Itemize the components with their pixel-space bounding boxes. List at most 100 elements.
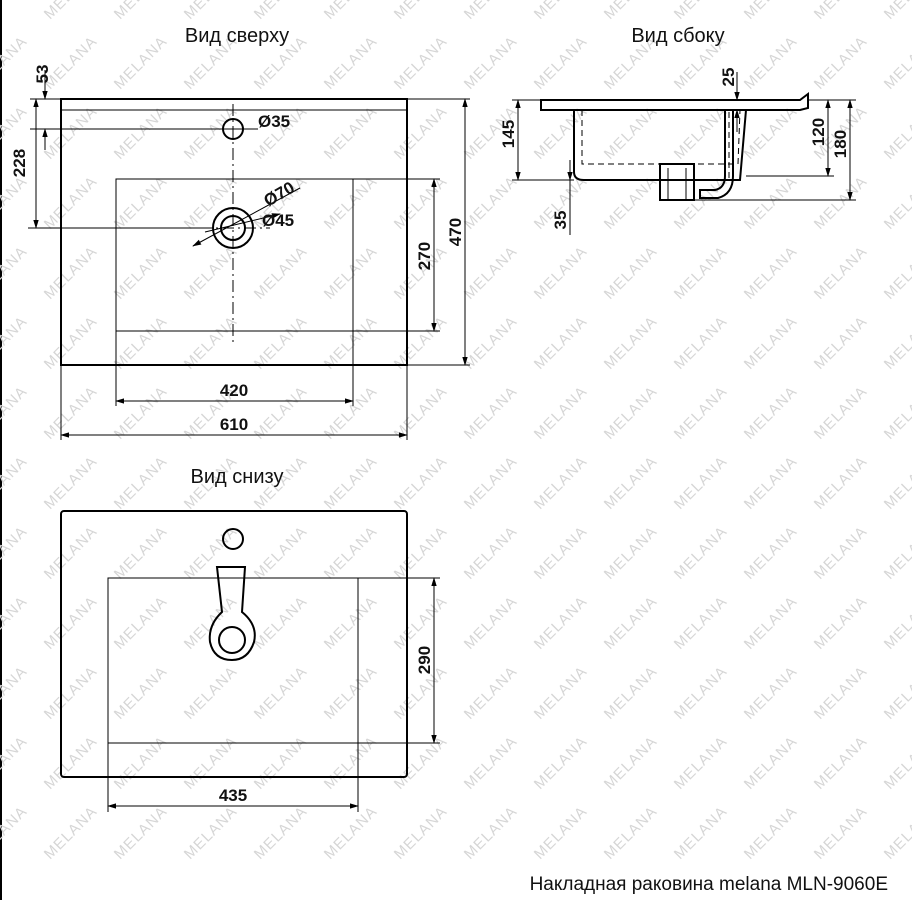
- watermark-text: MELANA: [811, 663, 871, 723]
- watermark-text: MELANA: [461, 453, 521, 513]
- watermark-text: MELANA: [601, 243, 661, 303]
- watermark-text: MELANA: [321, 803, 381, 863]
- watermark-text: MELANA: [391, 523, 451, 583]
- watermark-text: MELANA: [251, 0, 311, 23]
- watermark-text: MELANA: [671, 103, 731, 163]
- watermark-text: MELANA: [181, 0, 241, 23]
- watermark-text: MELANA: [741, 383, 801, 443]
- watermark-text: MELANA: [811, 383, 871, 443]
- dim-610-label: 610: [220, 415, 248, 434]
- watermark-text: MELANA: [41, 523, 101, 583]
- watermark-text: MELANA: [531, 593, 591, 653]
- watermark-text: MELANA: [321, 0, 381, 23]
- dim-53-label: 53: [33, 65, 52, 84]
- watermark-text: MELANA: [741, 243, 801, 303]
- watermark-text: MELANA: [41, 243, 101, 303]
- watermark-text: MELANA: [741, 593, 801, 653]
- watermark-text: MELANA: [321, 383, 381, 443]
- watermark-text: MELANA: [811, 593, 871, 653]
- watermark-text: MELANA: [531, 33, 591, 93]
- watermark-text: MELANA: [181, 663, 241, 723]
- watermark-text: MELANA: [461, 33, 521, 93]
- dim-25-label: 25: [719, 68, 738, 87]
- bottom-overflow-channel: [208, 566, 256, 662]
- watermark-text: MELANA: [601, 523, 661, 583]
- watermark-text: MELANA: [391, 453, 451, 513]
- watermark-text: MELANA: [671, 173, 731, 233]
- top-view-title: Вид сверху: [185, 25, 289, 47]
- watermark-text: MELANA: [881, 313, 912, 373]
- watermark-text: MELANA: [41, 733, 101, 793]
- bottom-outer-outline: [60, 510, 408, 778]
- dim-228-label: 228: [10, 149, 29, 177]
- top-bowl-outline: [115, 178, 354, 332]
- bottom-bowl-outline: [107, 577, 359, 744]
- side-rim: [540, 92, 809, 111]
- watermark-text: MELANA: [321, 33, 381, 93]
- watermark-text: MELANA: [111, 453, 171, 513]
- watermark-text: MELANA: [531, 383, 591, 443]
- watermark-text: MELANA: [111, 0, 171, 23]
- dim-470-label: 470: [446, 218, 465, 246]
- watermark-text: MELANA: [461, 523, 521, 583]
- watermark-text: MELANA: [461, 803, 521, 863]
- watermark-text: MELANA: [111, 243, 171, 303]
- watermark-text: MELANA: [811, 173, 871, 233]
- watermark-text: MELANA: [741, 173, 801, 233]
- watermark-text: MELANA: [321, 523, 381, 583]
- watermark-text: MELANA: [671, 663, 731, 723]
- watermark-text: MELANA: [111, 523, 171, 583]
- watermark-text: MELANA: [741, 33, 801, 93]
- watermark-text: MELANA: [531, 803, 591, 863]
- watermark-text: MELANA: [111, 313, 171, 373]
- watermark-text: MELANA: [41, 0, 101, 23]
- dim-145-label: 145: [499, 120, 518, 148]
- watermark-text: MELANA: [0, 243, 31, 303]
- watermark-text: MELANA: [0, 523, 31, 583]
- watermark-text: MELANA: [811, 453, 871, 513]
- watermark-text: MELANA: [391, 313, 451, 373]
- watermark-text: MELANA: [741, 103, 801, 163]
- watermark-text: MELANA: [111, 103, 171, 163]
- watermark-text: MELANA: [0, 663, 31, 723]
- watermark-text: MELANA: [671, 733, 731, 793]
- watermark-text: MELANA: [811, 733, 871, 793]
- side-overflow-pipe: [699, 110, 734, 199]
- watermark-text: MELANA: [391, 103, 451, 163]
- watermark-text: MELANA: [391, 0, 451, 23]
- watermark-text: MELANA: [181, 103, 241, 163]
- watermark-text: MELANA: [601, 0, 661, 23]
- watermark-text: MELANA: [531, 523, 591, 583]
- watermark-text: MELANA: [881, 453, 912, 513]
- watermark-text: MELANA: [741, 803, 801, 863]
- watermark-text: MELANA: [181, 243, 241, 303]
- watermark-text: MELANA: [741, 453, 801, 513]
- watermark-text: MELANA: [881, 0, 912, 23]
- watermark-text: MELANA: [881, 173, 912, 233]
- watermark-text: MELANA: [391, 383, 451, 443]
- watermark-text: MELANA: [671, 313, 731, 373]
- bottom-view-title: Вид снизу: [191, 466, 284, 488]
- watermark-text: MELANA: [671, 383, 731, 443]
- watermark-text: MELANA: [181, 523, 241, 583]
- watermark-text: MELANA: [601, 383, 661, 443]
- watermark-text: MELANA: [671, 803, 731, 863]
- bottom-tap-hole: [222, 528, 244, 550]
- watermark-text: MELANA: [41, 663, 101, 723]
- watermark-text: MELANA: [671, 453, 731, 513]
- watermark-text: MELANA: [321, 453, 381, 513]
- watermark-text: MELANA: [321, 733, 381, 793]
- watermark-text: MELANA: [0, 313, 31, 373]
- product-caption: Накладная раковина melana MLN-9060E: [530, 874, 888, 895]
- watermark-text: MELANA: [41, 453, 101, 513]
- dim-435-label: 435: [219, 786, 247, 805]
- watermark-text: MELANA: [111, 173, 171, 233]
- watermark-text: MELANA: [461, 733, 521, 793]
- watermark-text: MELANA: [461, 593, 521, 653]
- watermark-text: MELANA: [41, 383, 101, 443]
- watermark-text: MELANA: [601, 803, 661, 863]
- bottom-drain-hole: [218, 626, 246, 654]
- watermark-text: MELANA: [251, 803, 311, 863]
- watermark-text: MELANA: [0, 33, 31, 93]
- watermark-text: MELANA: [461, 243, 521, 303]
